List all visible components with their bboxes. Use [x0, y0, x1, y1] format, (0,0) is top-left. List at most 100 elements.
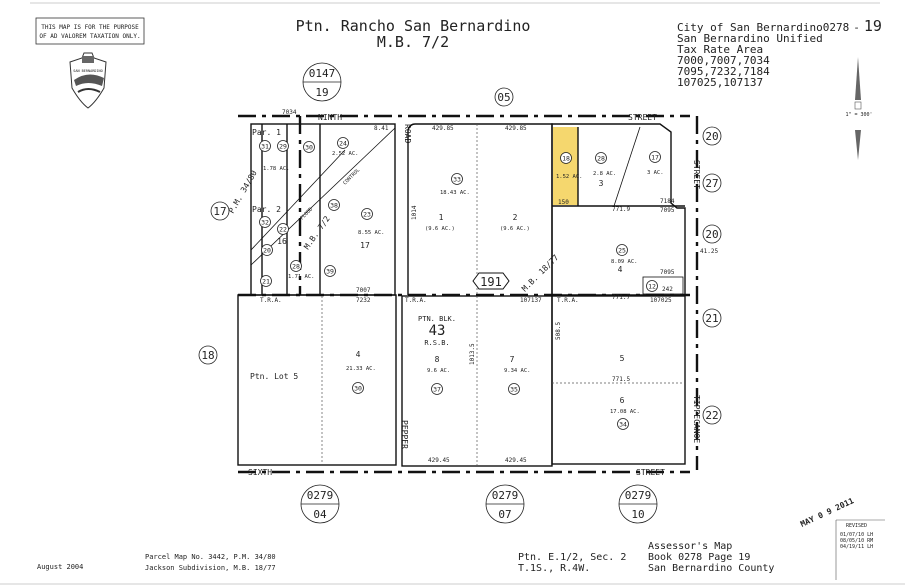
- parcel-39[interactable]: 39: [324, 265, 336, 277]
- dim-bottom-1: 429.45: [428, 457, 450, 464]
- parcel-boundaries: [237, 123, 686, 467]
- adjacent-book: 0279: [625, 489, 652, 502]
- parcel-31[interactable]: 31 Par. 1: [252, 128, 281, 152]
- dim-150: 150: [558, 199, 569, 206]
- map-book-number: 0278: [823, 21, 850, 34]
- parcel-acreage: 8.09 AC.: [611, 259, 638, 265]
- adjacent-block-number: 21: [705, 312, 718, 325]
- parcel-acreage: 1.71 AC.: [288, 274, 315, 280]
- adjacent-block-number: 22: [705, 409, 718, 422]
- parcel-acreage: 9.6 AC.: [427, 368, 450, 374]
- flood-label: FLOOD: [299, 207, 314, 222]
- adjacent-page: 07: [498, 508, 511, 521]
- ninth-street-label: NINTH: [318, 113, 342, 122]
- parcel-number-circle: [560, 152, 572, 164]
- tra-label-right: T.R.A.: [557, 297, 579, 304]
- parcel-number-circle: [259, 140, 271, 152]
- parcel-acreage: 17.08 AC.: [610, 409, 640, 415]
- adjacent-book: 0147: [309, 67, 336, 80]
- parcel-28[interactable]: 281.71 AC.: [288, 260, 315, 281]
- parcel-23[interactable]: 238.55 AC.17: [358, 208, 385, 251]
- parcel-acreage: 1.78 AC.: [263, 166, 290, 172]
- parcel-acreage: 8.55 AC.: [358, 230, 385, 236]
- header-info: City of San Bernardino0278-19 San Bernar…: [677, 17, 882, 89]
- parcel-number-circle: [617, 418, 629, 430]
- adjacent-block-05[interactable]: 05: [494, 87, 514, 107]
- adjacent-block-number: 17: [213, 205, 226, 218]
- adjacent-block-18[interactable]: 18: [198, 345, 218, 365]
- parcel-number: 28: [597, 155, 605, 163]
- adjacent-block-number: 18: [201, 349, 214, 362]
- dim-1013: 1013.5: [469, 343, 476, 365]
- parcel-number: 31: [261, 143, 269, 151]
- parcel-number-circle: [277, 140, 289, 152]
- adjacent-block-20[interactable]: 20: [702, 126, 722, 146]
- parcel-17[interactable]: 173 AC.: [647, 151, 664, 177]
- parcel-24[interactable]: 242.52 AC.: [332, 137, 359, 158]
- parcel-acreage: 2.52 AC.: [332, 151, 359, 157]
- adjacent-block-21[interactable]: 21: [702, 308, 722, 328]
- parcel-20[interactable]: 20: [261, 244, 273, 256]
- city-name: City of San Bernardino: [677, 21, 823, 34]
- mb7-label: M.B. 7/2: [302, 214, 332, 251]
- parcel-number: 20: [263, 247, 271, 255]
- tra-7184: 7184: [660, 198, 675, 205]
- tra-codes-3: 107025,107137: [677, 76, 763, 89]
- parcel-12[interactable]: 12: [646, 280, 658, 292]
- lot-number: 4: [618, 265, 623, 274]
- parcel-number: 25: [618, 247, 626, 255]
- parcel-37[interactable]: 379.6 AC.8: [427, 355, 450, 395]
- adjacent-block-20[interactable]: 20: [702, 224, 722, 244]
- school-district: San Bernardino Unified: [677, 32, 823, 45]
- parcel-acreage: 9.34 AC.: [504, 368, 531, 374]
- map-date: August 2004: [37, 563, 83, 571]
- parcel-number-circle: [646, 280, 658, 292]
- parcel-30[interactable]: 30: [303, 141, 315, 153]
- adjacent-block-17[interactable]: 17: [210, 201, 230, 221]
- taxation-notice: THIS MAP IS FOR THE PURPOSE OF AD VALORE…: [35, 17, 145, 45]
- parcel-35[interactable]: 359.34 AC.7: [504, 355, 531, 395]
- county-seal-icon: SAN BERNARDINO: [69, 52, 107, 109]
- revision-3: 04/19/11 LH: [840, 544, 873, 550]
- parcel-25[interactable]: 25 8.09 AC.4: [611, 244, 638, 275]
- tra-codes-1: 7000,7007,7034: [677, 54, 770, 67]
- parcel-number-circle: [324, 265, 336, 277]
- notice-line-2: OF AD VALOREM TAXATION ONLY.: [39, 33, 140, 40]
- adjacent-block-number: 27: [705, 177, 718, 190]
- parcel-number: 39: [326, 268, 334, 276]
- parcel-21[interactable]: 21: [260, 275, 272, 287]
- lot-acreage: (9.6 AC.): [425, 226, 455, 232]
- parcel-28[interactable]: 282.8 AC.3: [593, 152, 616, 189]
- dim-508: 508.5: [555, 322, 562, 340]
- parcel-label: Par. 1: [252, 128, 281, 137]
- tra-7095-b: 7095: [660, 269, 675, 276]
- lot-number: 7: [510, 355, 515, 364]
- parcel-number-circle: [328, 199, 340, 211]
- adjacent-block-27[interactable]: 27: [702, 173, 722, 193]
- revision-1: 01/07/10 LH: [840, 532, 873, 538]
- adjacent-book: 0279: [307, 489, 334, 502]
- adjacent-block-22[interactable]: 22: [702, 405, 722, 425]
- parcel-number-circle: [259, 216, 271, 228]
- parcel-number: 32: [261, 219, 269, 227]
- parcel-number: 18: [562, 155, 570, 163]
- street-label-bottom: STREET: [636, 468, 665, 477]
- tra-107025: 107025: [650, 297, 672, 304]
- parcel-38[interactable]: 38: [328, 199, 340, 211]
- parcel-29[interactable]: 291.78 AC.: [263, 140, 290, 173]
- parcel-18[interactable]: 181.52 AC.: [556, 152, 583, 181]
- tra-7232: 7232: [356, 297, 371, 304]
- highlighted-parcel-18[interactable]: [553, 127, 578, 205]
- parcel-acreage: 2.8 AC.: [593, 171, 616, 177]
